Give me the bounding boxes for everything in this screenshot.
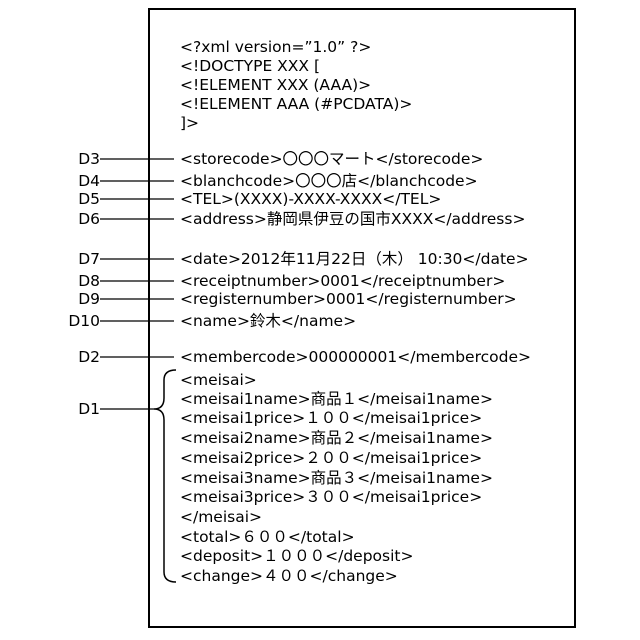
label-d4: D4 (40, 172, 100, 191)
label-d8: D8 (40, 272, 100, 291)
meisai2price-line: <meisai2price>２００</meisai1price> (180, 449, 482, 468)
meisai1name-line: <meisai1name>商品１</meisai1name> (180, 390, 493, 409)
label-d6: D6 (40, 210, 100, 229)
membercode-line: <membercode>000000001</membercode> (180, 348, 531, 367)
change-line: <change>４００</change> (180, 567, 398, 586)
meisai1price-line: <meisai1price>１００</meisai1price> (180, 409, 482, 428)
doctype-line: <!DOCTYPE XXX [ (180, 57, 320, 76)
meisai3price-line: <meisai3price>３００</meisai1price> (180, 488, 482, 507)
meisai2name-line: <meisai2name>商品２</meisai1name> (180, 429, 493, 448)
xml-declaration: <?xml version=”1.0” ?> (180, 38, 371, 57)
blanchcode-line: <blanchcode>〇〇〇店</blanchcode> (180, 172, 478, 191)
name-line: <name>鈴木</name> (180, 312, 356, 331)
storecode-line: <storecode>〇〇〇マート</storecode> (180, 150, 483, 169)
label-d7: D7 (40, 250, 100, 269)
doctype-close: ]> (180, 114, 199, 133)
element-decl-aaa: <!ELEMENT AAA (#PCDATA)> (180, 95, 412, 114)
meisai-curly-brace (154, 370, 176, 582)
total-line: <total>６００</total> (180, 528, 355, 547)
label-d2: D2 (40, 348, 100, 367)
label-d3: D3 (40, 150, 100, 169)
label-d5: D5 (40, 190, 100, 209)
meisai3name-line: <meisai3name>商品３</meisai1name> (180, 469, 493, 488)
date-line: <date>2012年11月22日（木） 10:30</date> (180, 250, 529, 269)
element-decl-xxx: <!ELEMENT XXX (AAA)> (180, 76, 371, 95)
label-d9: D9 (40, 290, 100, 309)
receiptnumber-line: <receiptnumber>0001</receiptnumber> (180, 272, 505, 291)
tel-line: <TEL>(XXXX)-XXXX-XXXX</TEL> (180, 190, 441, 209)
deposit-line: <deposit>１０００</deposit> (180, 547, 413, 566)
meisai-close-line: </meisai> (180, 508, 262, 527)
address-line: <address>静岡県伊豆の国市XXXX</address> (180, 210, 525, 229)
label-d1: D1 (40, 400, 100, 419)
registernumber-line: <registernumber>0001</registernumber> (180, 290, 517, 309)
meisai-open-line: <meisai> (180, 371, 257, 390)
label-d10: D10 (40, 312, 100, 331)
